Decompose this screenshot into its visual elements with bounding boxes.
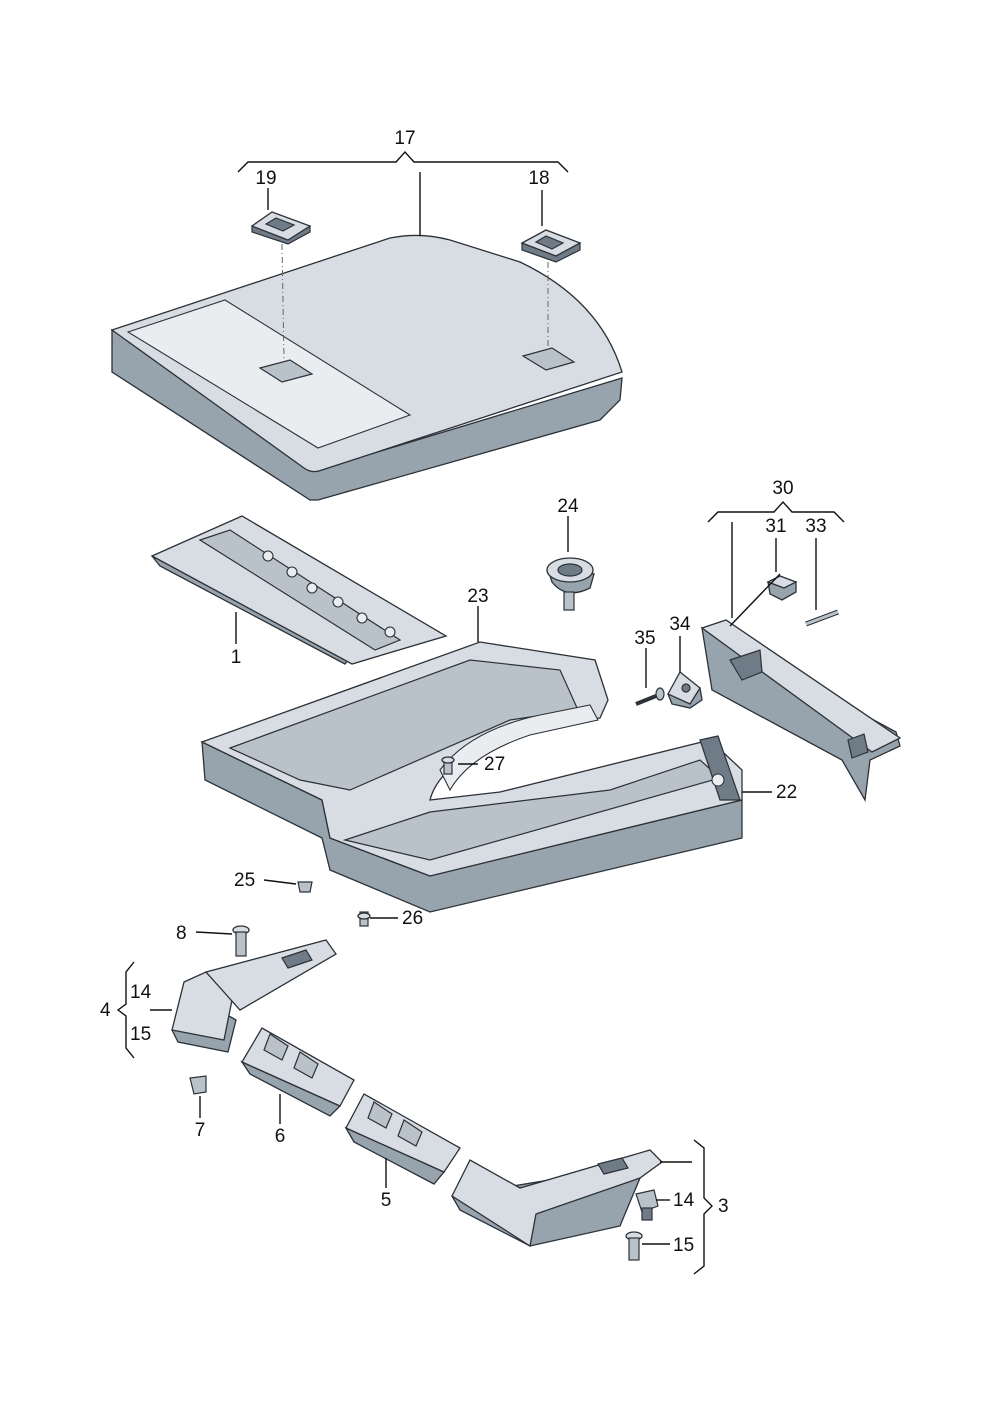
label-19: 19 (255, 168, 276, 189)
label-14-left: 14 (130, 982, 152, 1003)
axis-19 (281, 243, 285, 361)
fastener-25-part (297, 881, 313, 893)
bracket-34-part (667, 671, 703, 709)
label-26: 26 (402, 908, 423, 929)
label-24: 24 (557, 496, 579, 517)
fastener-27-part (441, 756, 455, 775)
trim-panel-part (700, 619, 902, 803)
screw-35-part (635, 687, 665, 706)
label-31: 31 (765, 516, 786, 537)
label-27: 27 (484, 754, 505, 775)
label-3: 3 (718, 1196, 729, 1217)
label-35: 35 (634, 628, 655, 649)
label-33: 33 (805, 516, 826, 537)
floor-cover-part (110, 234, 623, 501)
label-18: 18 (528, 168, 549, 189)
plug-24-part (546, 557, 595, 611)
label-4: 4 (100, 1000, 111, 1021)
label-22: 22 (776, 782, 797, 803)
cover-6-part (240, 1027, 355, 1117)
label-17: 17 (394, 128, 415, 149)
label-15-left: 15 (130, 1024, 151, 1045)
insert-strip-part (150, 515, 448, 665)
bracket-assembly-4-part (171, 939, 337, 1053)
label-25: 25 (234, 870, 255, 891)
label-1: 1 (231, 647, 242, 668)
screw-8-part (232, 925, 250, 957)
label-34: 34 (669, 614, 691, 635)
clip-31-part (766, 575, 798, 601)
label-6: 6 (275, 1126, 286, 1147)
label-7: 7 (195, 1120, 206, 1141)
fastener-26-part (357, 911, 371, 927)
cover-5-part (344, 1093, 461, 1185)
clip-7-part (189, 1075, 207, 1095)
label-5: 5 (381, 1190, 392, 1211)
label-30: 30 (772, 478, 793, 499)
label-8: 8 (176, 923, 187, 944)
clip-14-part (635, 1189, 659, 1221)
label-14-right: 14 (673, 1190, 695, 1211)
floor-tray-part (200, 641, 743, 913)
handle-19-part (250, 211, 312, 245)
handle-18-part (520, 229, 582, 263)
bracket-assembly-3-part (450, 1149, 663, 1248)
screw-15-part (625, 1231, 643, 1261)
label-23: 23 (467, 586, 488, 607)
leader-lines (116, 150, 845, 1275)
label-15-right: 15 (673, 1235, 694, 1256)
